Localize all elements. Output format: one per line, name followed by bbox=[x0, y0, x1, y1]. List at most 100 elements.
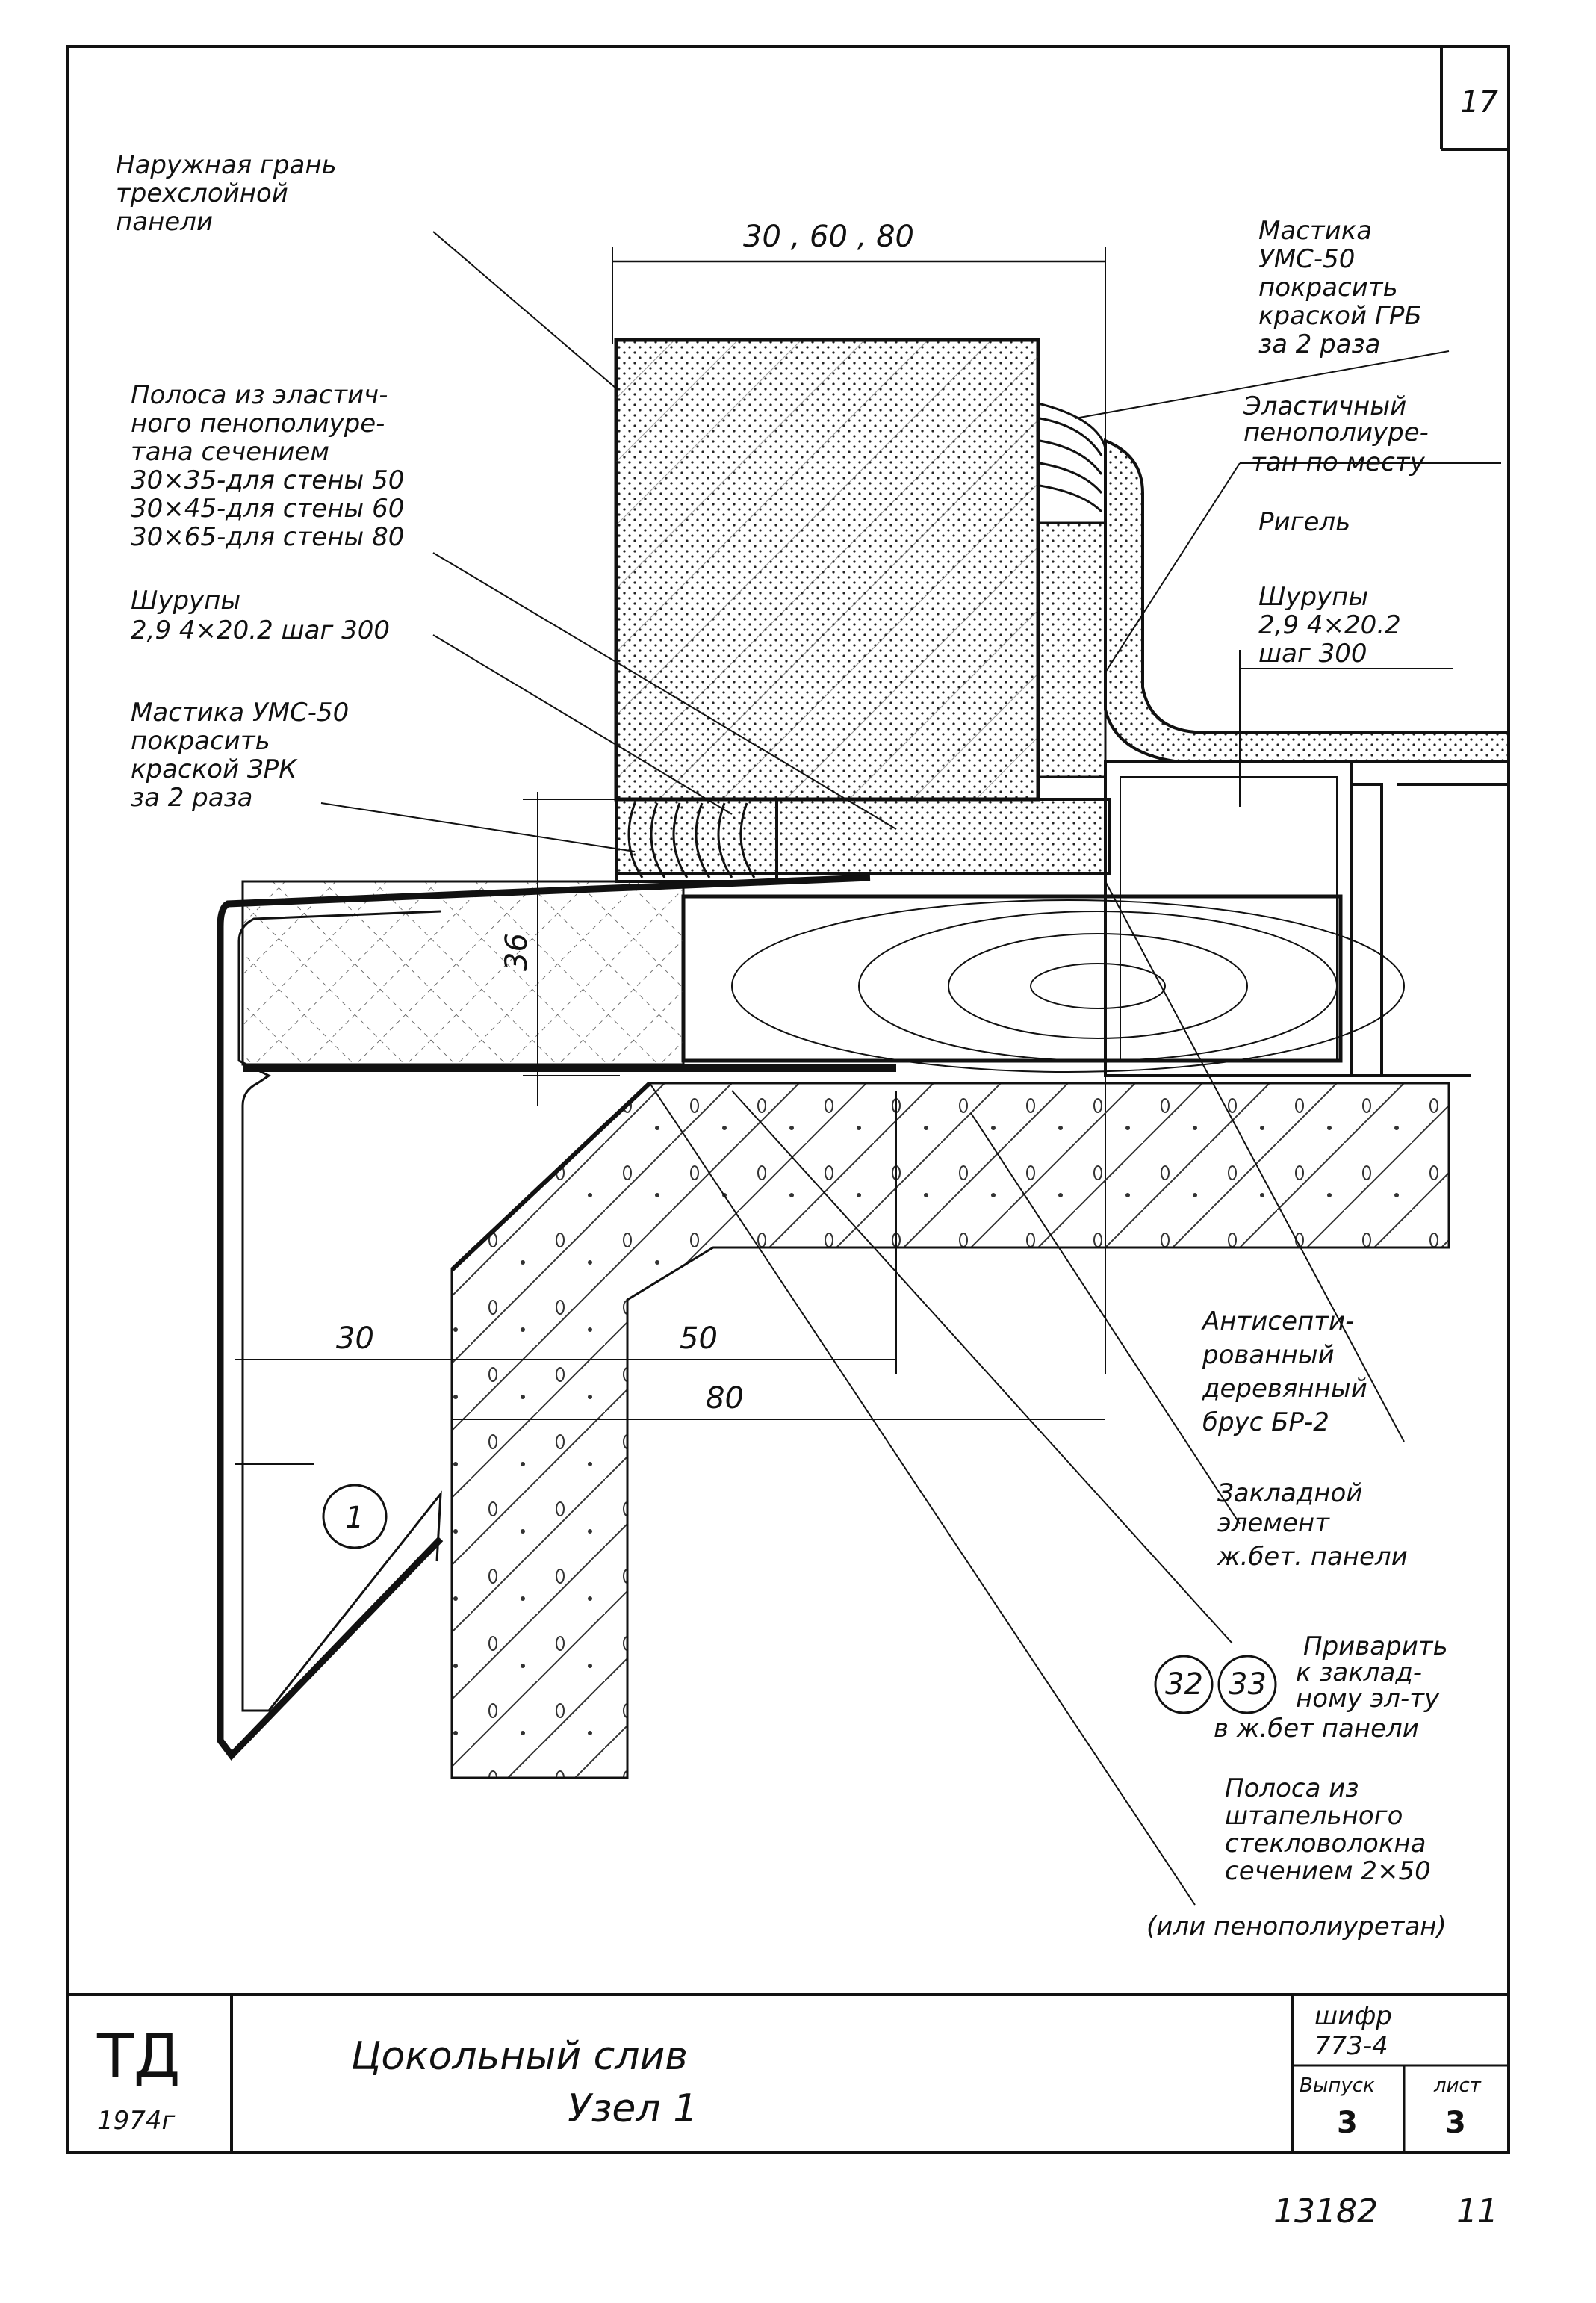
svg-text:рованный: рованный bbox=[1202, 1340, 1335, 1370]
label-line: краской ЗРК bbox=[131, 754, 298, 784]
label-strip-fiber: Полоса из штапельного стекловолокна сече… bbox=[1225, 1773, 1431, 1886]
label-line: деревянный bbox=[1202, 1374, 1367, 1404]
label-line: сечением 2×50 bbox=[1225, 1856, 1431, 1886]
sheet-value: 3 bbox=[1445, 2106, 1466, 2140]
label-line: 30×35-для стены 50 bbox=[131, 465, 404, 495]
svg-text:панели: панели bbox=[116, 207, 213, 237]
wood-grain bbox=[731, 899, 1405, 1073]
label-line: за 2 раза bbox=[131, 783, 253, 813]
svg-text:краской ЗРК: краской ЗРК bbox=[131, 754, 298, 784]
sill-block bbox=[241, 880, 685, 1066]
svg-text:брус БР-2: брус БР-2 bbox=[1202, 1407, 1329, 1437]
issue-value: 3 bbox=[1337, 2106, 1358, 2140]
svg-text:30×45-для стены 60: 30×45-для стены 60 bbox=[131, 494, 404, 524]
label-line: элемент bbox=[1217, 1508, 1330, 1538]
svg-text:краской ГРБ: краской ГРБ bbox=[1258, 301, 1422, 331]
label-line: трехслойной bbox=[116, 179, 288, 208]
callout-1: 1 bbox=[345, 1501, 364, 1535]
svg-text:Шурупы: Шурупы bbox=[1258, 582, 1368, 612]
svg-text:покрасить: покрасить bbox=[131, 726, 270, 756]
title-year: 1974г bbox=[97, 2106, 176, 2136]
svg-text:трехслойной: трехслойной bbox=[116, 179, 288, 208]
label-strip-elastic: Полоса из эластич- ного пенополиуре- тан… bbox=[131, 380, 404, 552]
callout-32-circle bbox=[1154, 1655, 1214, 1714]
svg-text:Антисепти-: Антисепти- bbox=[1201, 1307, 1354, 1336]
label-line: штапельного bbox=[1225, 1801, 1403, 1831]
label-line: к заклад- bbox=[1296, 1658, 1422, 1687]
label-line: 2,9 4×20.2 шаг 300 bbox=[131, 616, 390, 645]
svg-text:к заклад-: к заклад- bbox=[1296, 1658, 1422, 1687]
label-line: УМС-50 bbox=[1258, 244, 1355, 274]
label-line: брус БР-2 bbox=[1202, 1407, 1329, 1437]
label-line: Шурупы bbox=[1258, 582, 1368, 612]
steel-channel-flange bbox=[1352, 783, 1383, 1077]
svg-text:30×35-для стены 50: 30×35-для стены 50 bbox=[131, 465, 404, 495]
title-line2: Узел 1 bbox=[568, 2086, 698, 2131]
dim-30-text: 30 bbox=[336, 1321, 374, 1356]
label-line: покрасить bbox=[131, 726, 270, 756]
label-line: за 2 раза bbox=[1258, 329, 1381, 359]
label-line: Полоса из эластич- bbox=[131, 380, 388, 410]
label-line: Мастика УМС-50 bbox=[131, 698, 349, 728]
label-mastic-left: Мастика УМС-50 покрасить краской ЗРК за … bbox=[131, 698, 349, 813]
plinth-flashing bbox=[217, 874, 871, 1761]
label-line: рованный bbox=[1202, 1340, 1335, 1370]
label-line: Закладной bbox=[1217, 1478, 1362, 1508]
label-screws-left: Шурупы 2,9 4×20.2 шаг 300 bbox=[131, 586, 390, 645]
svg-text:покрасить: покрасить bbox=[1258, 273, 1398, 303]
label-line: тан по месту bbox=[1251, 447, 1426, 477]
label-rivet: Ригель bbox=[1258, 507, 1350, 537]
svg-text:шаг 300: шаг 300 bbox=[1258, 639, 1367, 669]
scan-stamp: 13182 bbox=[1273, 2192, 1378, 2231]
label-line: стекловолокна bbox=[1225, 1829, 1426, 1859]
title-org: ТД bbox=[96, 2021, 180, 2091]
label-line: ж.бет. панели bbox=[1217, 1542, 1408, 1572]
callout-33-circle bbox=[1217, 1655, 1277, 1714]
callout-33: 33 bbox=[1229, 1667, 1267, 1702]
svg-text:Мастика: Мастика bbox=[1258, 216, 1372, 246]
label-elastic-right: Эластичный пенополиуре- тан по месту bbox=[1243, 391, 1429, 477]
svg-text:ж.бет. панели: ж.бет. панели bbox=[1217, 1542, 1408, 1572]
dim-50-text: 50 bbox=[680, 1321, 718, 1356]
label-line: пенополиуре- bbox=[1243, 418, 1429, 447]
plinth-flashing-inner bbox=[237, 910, 442, 1712]
dimension-36: 36 bbox=[500, 792, 620, 1106]
label-line: Приварить bbox=[1303, 1631, 1448, 1661]
callout-1-circle bbox=[322, 1484, 388, 1549]
svg-text:Закладной: Закладной bbox=[1217, 1478, 1362, 1508]
label-alt-note: (или пенополиуретан) bbox=[1146, 1912, 1447, 1941]
svg-text:30×65-для стены 80: 30×65-для стены 80 bbox=[131, 522, 404, 552]
wooden-beam bbox=[681, 894, 1343, 1063]
mastic-left-lines bbox=[627, 802, 756, 878]
issue-label: Выпуск bbox=[1300, 2074, 1375, 2097]
svg-text:Шурупы: Шурупы bbox=[131, 586, 240, 616]
label-line: ному эл-ту bbox=[1296, 1684, 1440, 1714]
svg-text:за 2 раза: за 2 раза bbox=[131, 783, 253, 813]
svg-text:тана сечением: тана сечением bbox=[131, 437, 329, 467]
label-mastic-right: Мастика УМС-50 покрасить краской ГРБ за … bbox=[1258, 216, 1422, 359]
slab-edge bbox=[450, 1081, 652, 1272]
sheet-label: лист bbox=[1433, 2074, 1482, 2097]
label-line: 30×65-для стены 80 bbox=[131, 522, 404, 552]
label-line: ного пенополиуре- bbox=[131, 409, 385, 438]
label-line: Мастика bbox=[1258, 216, 1372, 246]
label-line: панели bbox=[116, 207, 213, 237]
label-line: краской ГРБ bbox=[1258, 301, 1422, 331]
label-line: Наружная грань bbox=[116, 150, 337, 180]
label-embedded-element: Закладной элемент ж.бет. панели bbox=[1217, 1478, 1408, 1572]
panel-hatch bbox=[616, 340, 1038, 799]
scan-page: 11 bbox=[1456, 2192, 1498, 2231]
svg-text:УМС-50: УМС-50 bbox=[1258, 244, 1355, 274]
title-line1: Цокольный слив bbox=[351, 2034, 688, 2079]
svg-text:в ж.бет панели: в ж.бет панели bbox=[1214, 1714, 1419, 1743]
label-line: Шурупы bbox=[131, 586, 240, 616]
label-line: тана сечением bbox=[131, 437, 329, 467]
label-antiseptic-beam: Антисепти- рованный деревянный брус БР-2 bbox=[1201, 1307, 1367, 1437]
concrete-slab bbox=[450, 1082, 1450, 1779]
label-outer-face: Наружная грань трехслойной панели bbox=[116, 150, 337, 237]
svg-text:тан по месту: тан по месту bbox=[1251, 447, 1426, 477]
svg-text:пенополиуре-: пенополиуре- bbox=[1243, 418, 1429, 447]
label-weld: Приварить к заклад- ному эл-ту в ж.бет п… bbox=[1214, 1631, 1448, 1743]
svg-text:Мастика УМС-50: Мастика УМС-50 bbox=[131, 698, 349, 728]
